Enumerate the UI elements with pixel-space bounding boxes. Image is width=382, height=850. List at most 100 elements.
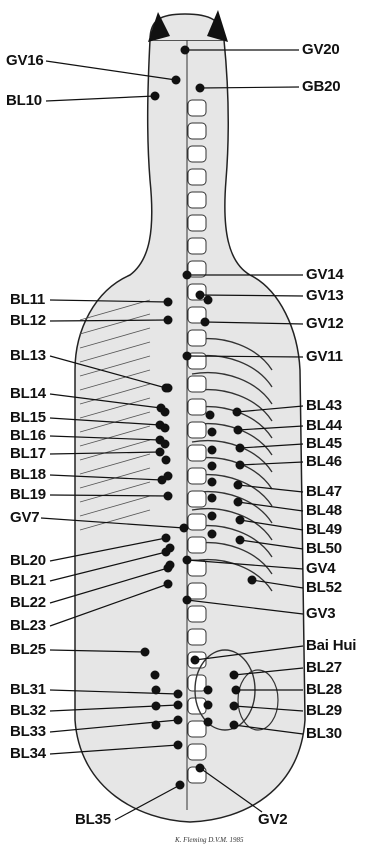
acupoint-pair-7	[208, 512, 217, 521]
vertebra	[188, 491, 206, 507]
acupoint-bl31	[174, 690, 183, 699]
label-bl25: BL25	[10, 642, 46, 658]
acupoint-bl19	[164, 492, 173, 501]
vertebra	[188, 330, 206, 346]
vertebra	[188, 146, 206, 162]
acupoint-gv4	[183, 556, 192, 565]
label-bl49: BL49	[306, 522, 342, 538]
vertebra	[188, 215, 206, 231]
acupoint-gv20	[181, 46, 190, 55]
acupoint-bl43	[233, 408, 242, 417]
acupoint-pair-2	[208, 428, 217, 437]
acupoint-bl32	[174, 701, 183, 710]
acupoint-extra-6	[166, 544, 175, 553]
acupoint-bl35	[176, 781, 185, 790]
acupoint-bl17	[156, 448, 165, 457]
acupoint-pair-13	[152, 702, 161, 711]
label-bl30: BL30	[306, 726, 342, 742]
vertebra	[188, 721, 206, 737]
vertebra	[188, 537, 206, 553]
label-bl13: BL13	[10, 348, 46, 364]
acupoint-gv13	[196, 291, 205, 300]
acupoint-bl45	[236, 444, 245, 453]
label-gv14: GV14	[306, 267, 344, 283]
acupoint-pair-10	[204, 701, 213, 710]
label-bl43: BL43	[306, 398, 342, 414]
acupoint-pair-1	[206, 411, 215, 420]
acupoint-gb20	[196, 84, 205, 93]
vertebra	[188, 192, 206, 208]
artist-signature: K. Fleming D.V.M. 1985	[175, 836, 244, 844]
acupoint-gv11	[183, 352, 192, 361]
label-bl15: BL15	[10, 410, 46, 426]
acupoint-extra-7	[166, 561, 175, 570]
label-gb20: GB20	[302, 79, 340, 95]
acupoint-bl52	[248, 576, 257, 585]
label-bl19: BL19	[10, 487, 46, 503]
acupoint-bl49	[236, 516, 245, 525]
label-bl27: BL27	[306, 660, 342, 676]
vertebra	[188, 744, 206, 760]
acupoint-bl28	[232, 686, 241, 695]
label-bl16: BL16	[10, 428, 46, 444]
vertebra	[188, 399, 206, 415]
label-bl50: BL50	[306, 541, 342, 557]
acupoint-pair-9	[204, 686, 213, 695]
acupoint-bl20	[162, 534, 171, 543]
label-bl12: BL12	[10, 313, 46, 329]
label-gv4: GV4	[306, 561, 335, 577]
label-gv13: GV13	[306, 288, 344, 304]
acupoint-pair-5	[208, 478, 217, 487]
label-bl23: BL23	[10, 618, 46, 634]
label-bl20: BL20	[10, 553, 46, 569]
acupoint-pair-14	[152, 721, 161, 730]
label-bl14: BL14	[10, 386, 46, 402]
label-bl28: BL28	[306, 682, 342, 698]
vertebra	[188, 629, 206, 645]
label-gv3: GV3	[306, 606, 335, 622]
acupoint-gv3	[183, 596, 192, 605]
vertebra	[188, 238, 206, 254]
vertebra	[188, 100, 206, 116]
label-gv2: GV2	[258, 812, 287, 828]
label-gv20: GV20	[302, 42, 340, 58]
label-gv16: GV16	[6, 53, 44, 69]
acupoint-pair-15	[151, 671, 160, 680]
acupoint-pair-3	[208, 446, 217, 455]
label-bl46: BL46	[306, 454, 342, 470]
acupoint-pair-8	[208, 530, 217, 539]
label-bl31: BL31	[10, 682, 46, 698]
label-bl33: BL33	[10, 724, 46, 740]
acupoint-extra-4	[162, 456, 171, 465]
acupoint-bl11	[164, 298, 173, 307]
acupoint-gv16	[172, 76, 181, 85]
vertebra	[188, 606, 206, 622]
acupoint-bl29	[230, 702, 239, 711]
acupoint-gv7	[180, 524, 189, 533]
acupoint-bl50	[236, 536, 245, 545]
vertebra	[188, 583, 206, 599]
acupoint-extra-2	[161, 424, 170, 433]
label-bl22: BL22	[10, 595, 46, 611]
acupoint-gv12	[201, 318, 210, 327]
label-bl52: BL52	[306, 580, 342, 596]
acupoint-bl47	[234, 481, 243, 490]
acupoint-bl30	[230, 721, 239, 730]
label-bl32: BL32	[10, 703, 46, 719]
label-bl34: BL34	[10, 746, 46, 762]
vertebra	[188, 422, 206, 438]
label-bl35: BL35	[75, 812, 111, 828]
acupoint-gv2	[196, 764, 205, 773]
label-gv7: GV7	[10, 510, 39, 526]
acupoint-extra-5	[164, 472, 173, 481]
acupoint-bai-hui	[191, 656, 200, 665]
vertebra	[188, 468, 206, 484]
leader-bl10	[46, 96, 155, 101]
acupoint-bl34	[174, 741, 183, 750]
acupoint-bl12	[164, 316, 173, 325]
acupoint-pair-4	[208, 462, 217, 471]
acupoint-bl23	[164, 580, 173, 589]
acupoint-extra-1	[161, 408, 170, 417]
label-bl10: BL10	[6, 93, 42, 109]
